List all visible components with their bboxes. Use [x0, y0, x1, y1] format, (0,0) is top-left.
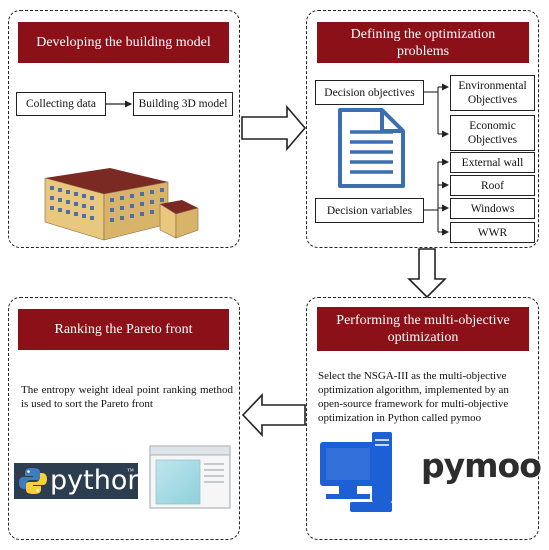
banner-multi-objective-optimization: Performing the multi-objective optimizat… [317, 307, 529, 351]
pymoo-logo: pymoo [421, 446, 542, 485]
banner-ranking-pareto: Ranking the Pareto front [18, 309, 229, 350]
computer-icon [320, 432, 392, 512]
box-windows: Windows [450, 198, 535, 219]
optimization-description: Select the NSGA-III as the multi-objecti… [318, 370, 509, 424]
python-logo-text: python [50, 465, 145, 496]
banner-optimization-problems: Defining the optimization problems [317, 22, 529, 63]
building-icon [44, 168, 199, 241]
panel-optimization-problems [306, 10, 539, 248]
flow-arrow-down [407, 248, 447, 299]
window-app-icon [149, 445, 231, 509]
box-external-wall: External wall [450, 152, 535, 173]
panel-multi-objective-optimization [306, 297, 539, 540]
box-roof: Roof [450, 175, 535, 196]
banner-building-model: Developing the building model [18, 22, 229, 63]
connector-variables [424, 158, 449, 236]
box-collecting-data: Collecting data [16, 92, 106, 116]
python-logo-icon [19, 468, 47, 494]
ranking-description: The entropy weight ideal point ranking m… [21, 384, 233, 410]
python-logo: python ™ [14, 463, 144, 499]
box-environmental-objectives: Environmental Objectives [450, 75, 535, 111]
box-decision-objectives: Decision objectives [315, 80, 424, 105]
document-icon [338, 108, 405, 188]
flow-arrow-right [241, 104, 307, 152]
connector-objectives [424, 83, 449, 138]
box-wwr: WWR [450, 222, 535, 243]
flow-arrow-left [241, 392, 306, 438]
box-building-3d-model: Building 3D model [133, 92, 233, 116]
box-economic-objectives: Economic Objectives [450, 115, 535, 151]
panel-ranking-pareto [8, 297, 240, 540]
python-trademark: ™ [127, 467, 134, 475]
panel-building-model [8, 10, 240, 248]
box-decision-variables: Decision variables [315, 198, 424, 223]
